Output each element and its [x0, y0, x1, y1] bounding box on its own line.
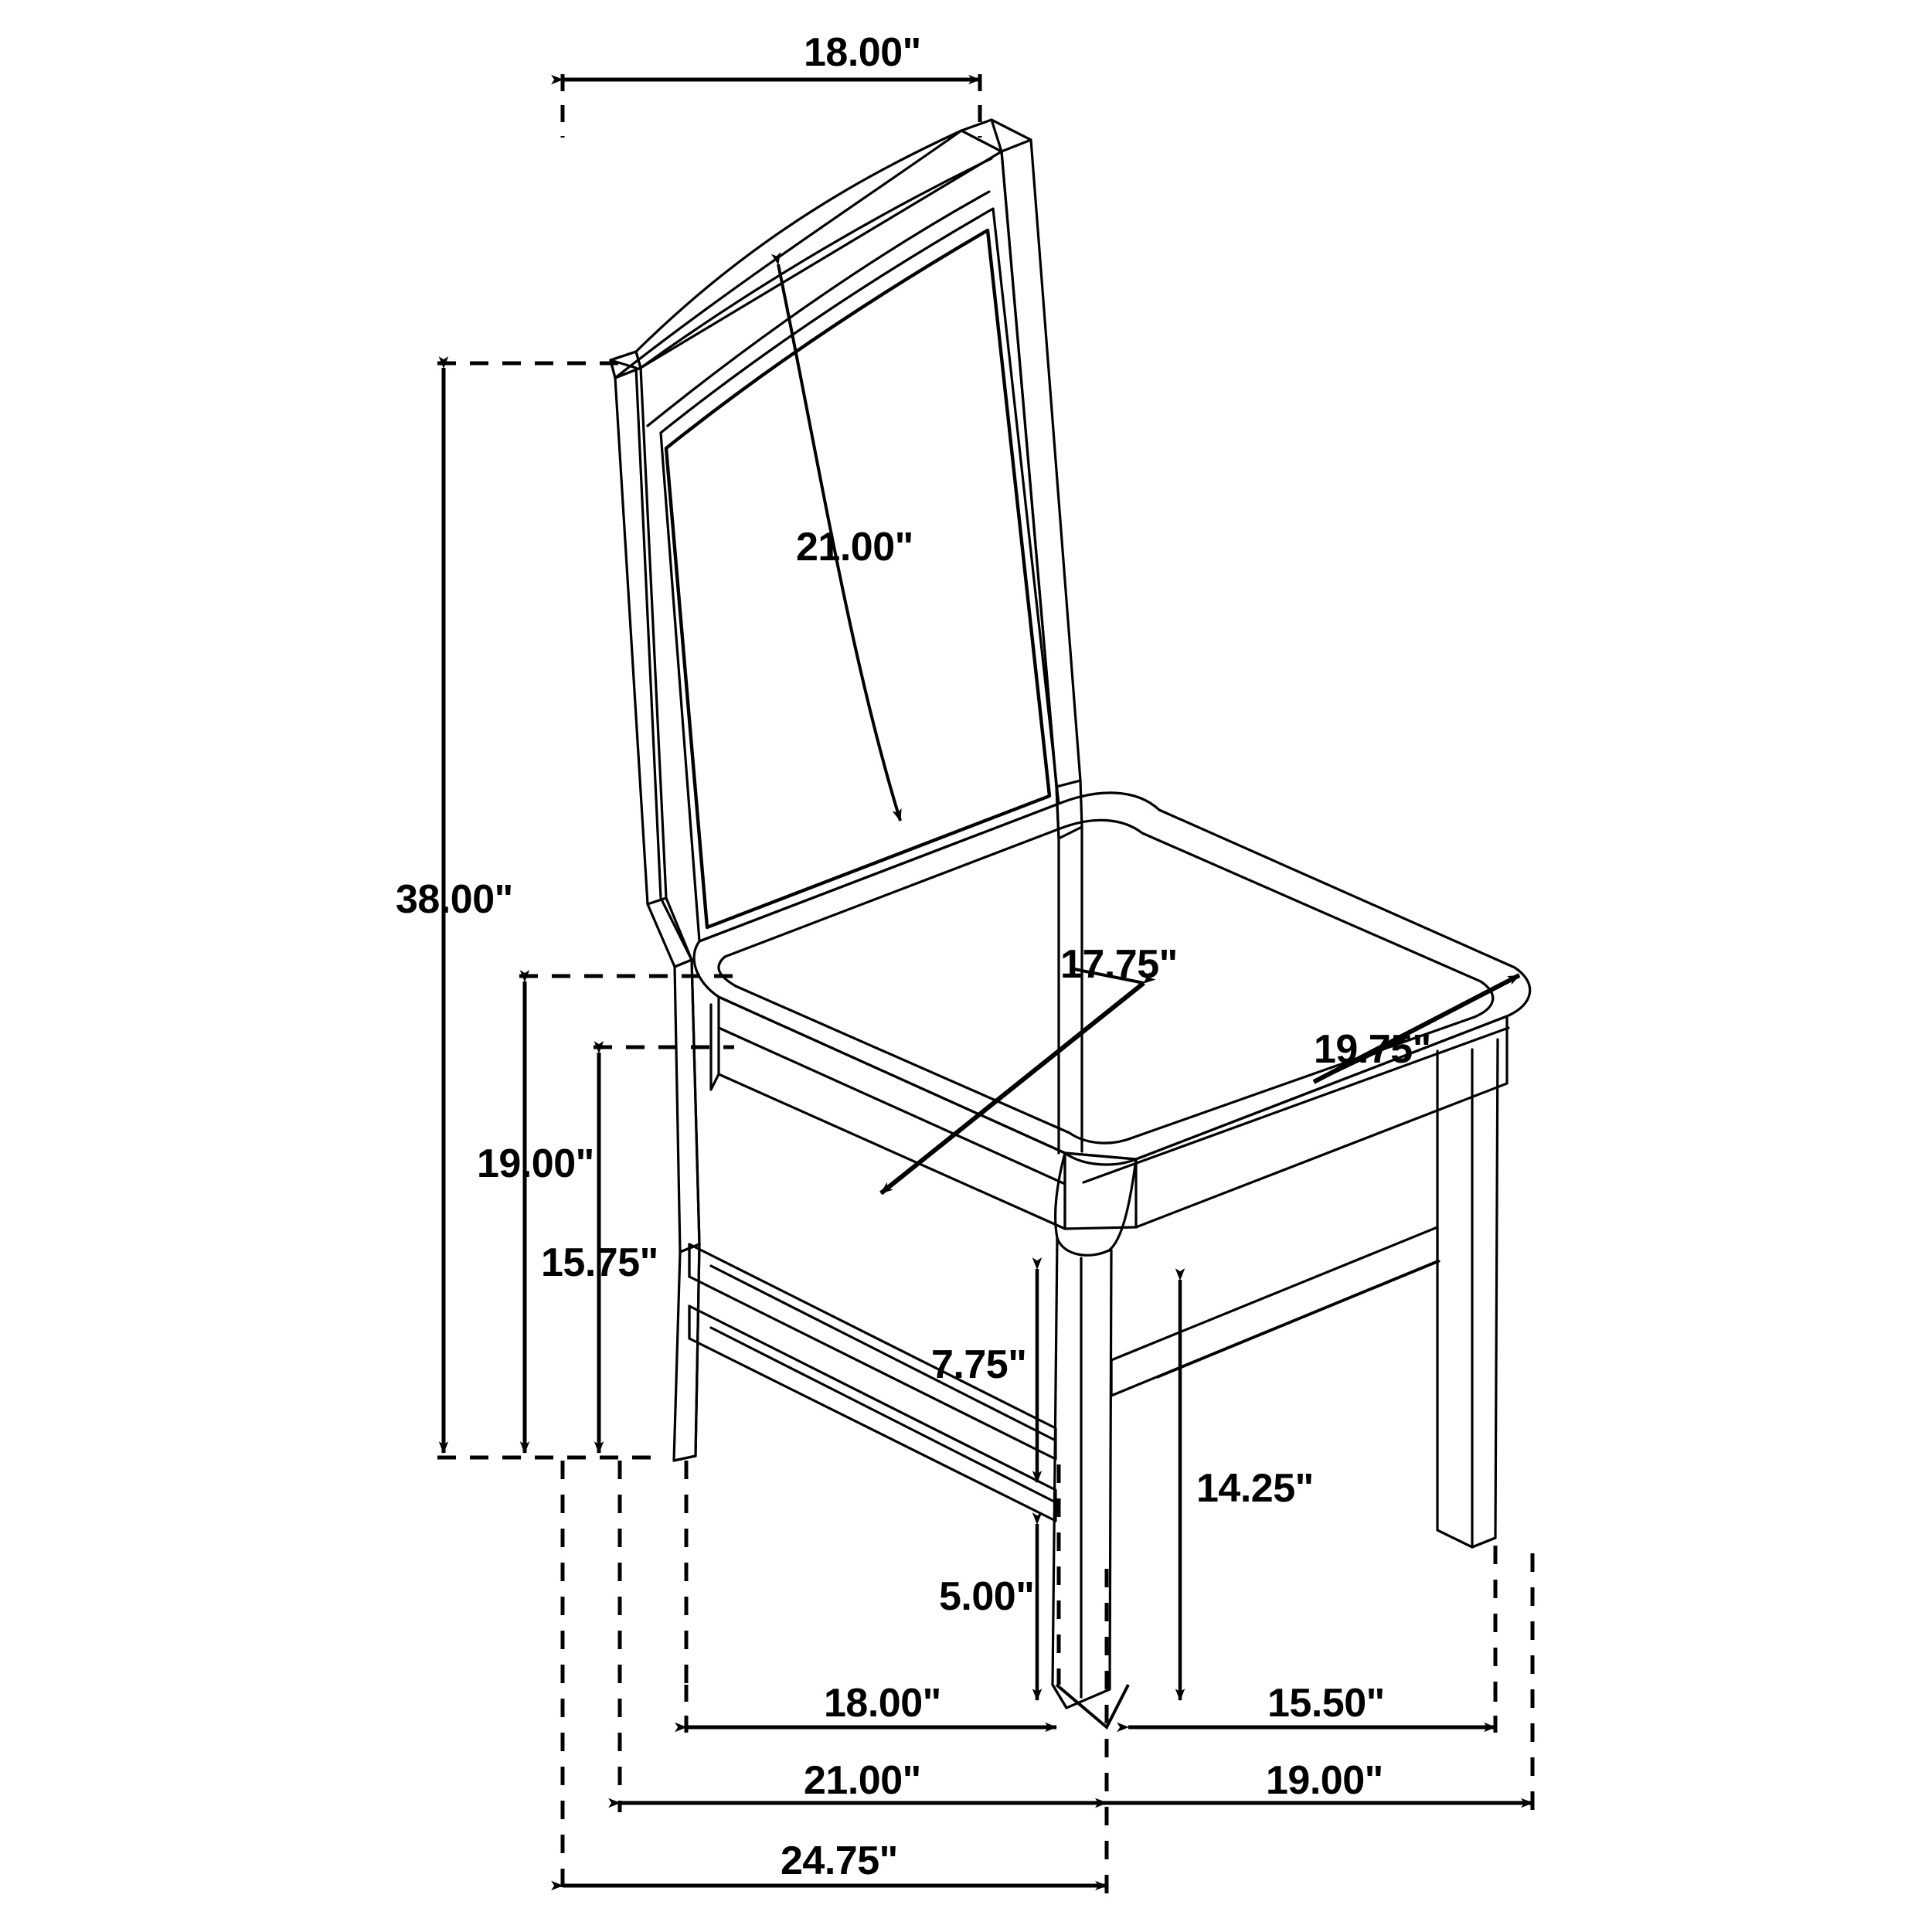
dim-label-side-stretcher-height: 14.25" — [1196, 1466, 1314, 1511]
back-right-stile — [960, 118, 1083, 840]
right-side-stretcher — [1110, 1226, 1440, 1397]
dim-label-back-top-width: 18.00" — [804, 30, 921, 75]
dim-label-overall-height: 38.00" — [396, 877, 513, 922]
dim-label-seat-depth: 17.75" — [1060, 942, 1178, 987]
left-side-stretcher-lower — [688, 1304, 1057, 1522]
dim-label-stretcher-to-seat: 7.75" — [931, 1342, 1027, 1387]
seat-apron-right — [1063, 1015, 1510, 1230]
dim-label-seat-back-height: 19.00" — [477, 1141, 594, 1186]
dim-label-back-leg-spread: 18.00" — [824, 1681, 941, 1726]
dim-label-overall-depth: 24.75" — [781, 1838, 898, 1883]
back-right-leg — [1057, 825, 1083, 1155]
back-left-leg — [672, 958, 701, 1462]
seat-top — [692, 791, 1532, 1166]
projection-lines — [560, 1461, 1535, 1895]
crest-rail — [609, 129, 1003, 427]
left-side-stretcher-upper — [688, 1243, 1057, 1461]
dim-label-back-panel-height: 21.00" — [796, 525, 913, 570]
dimline-back-panel-height — [770, 252, 902, 822]
seat-apron-left — [709, 995, 1066, 1230]
dimension-lines — [437, 74, 1534, 1891]
chair-illustration — [609, 118, 1532, 1709]
dim-label-front-leg-spread: 15.50" — [1267, 1681, 1385, 1726]
dim-label-seat-height: 15.75" — [541, 1240, 658, 1285]
front-corner-convergence — [1055, 1683, 1130, 1730]
dim-label-rear-overall-width: 21.00" — [804, 1758, 921, 1803]
back-panel — [659, 207, 1060, 943]
leader-seat-depth — [1073, 968, 1145, 985]
front-corner-leg — [1051, 1151, 1138, 1709]
dimline-seat-depth — [879, 971, 1156, 1196]
dim-label-seat-width: 19.75" — [1314, 1027, 1431, 1072]
dim-label-front-overall-width: 19.00" — [1266, 1758, 1383, 1803]
back-left-stile — [609, 350, 693, 968]
leader-seat-width — [1313, 1037, 1406, 1083]
dim-label-lower-stretcher-height: 5.00" — [939, 1574, 1035, 1619]
front-right-leg — [1436, 1038, 1499, 1549]
